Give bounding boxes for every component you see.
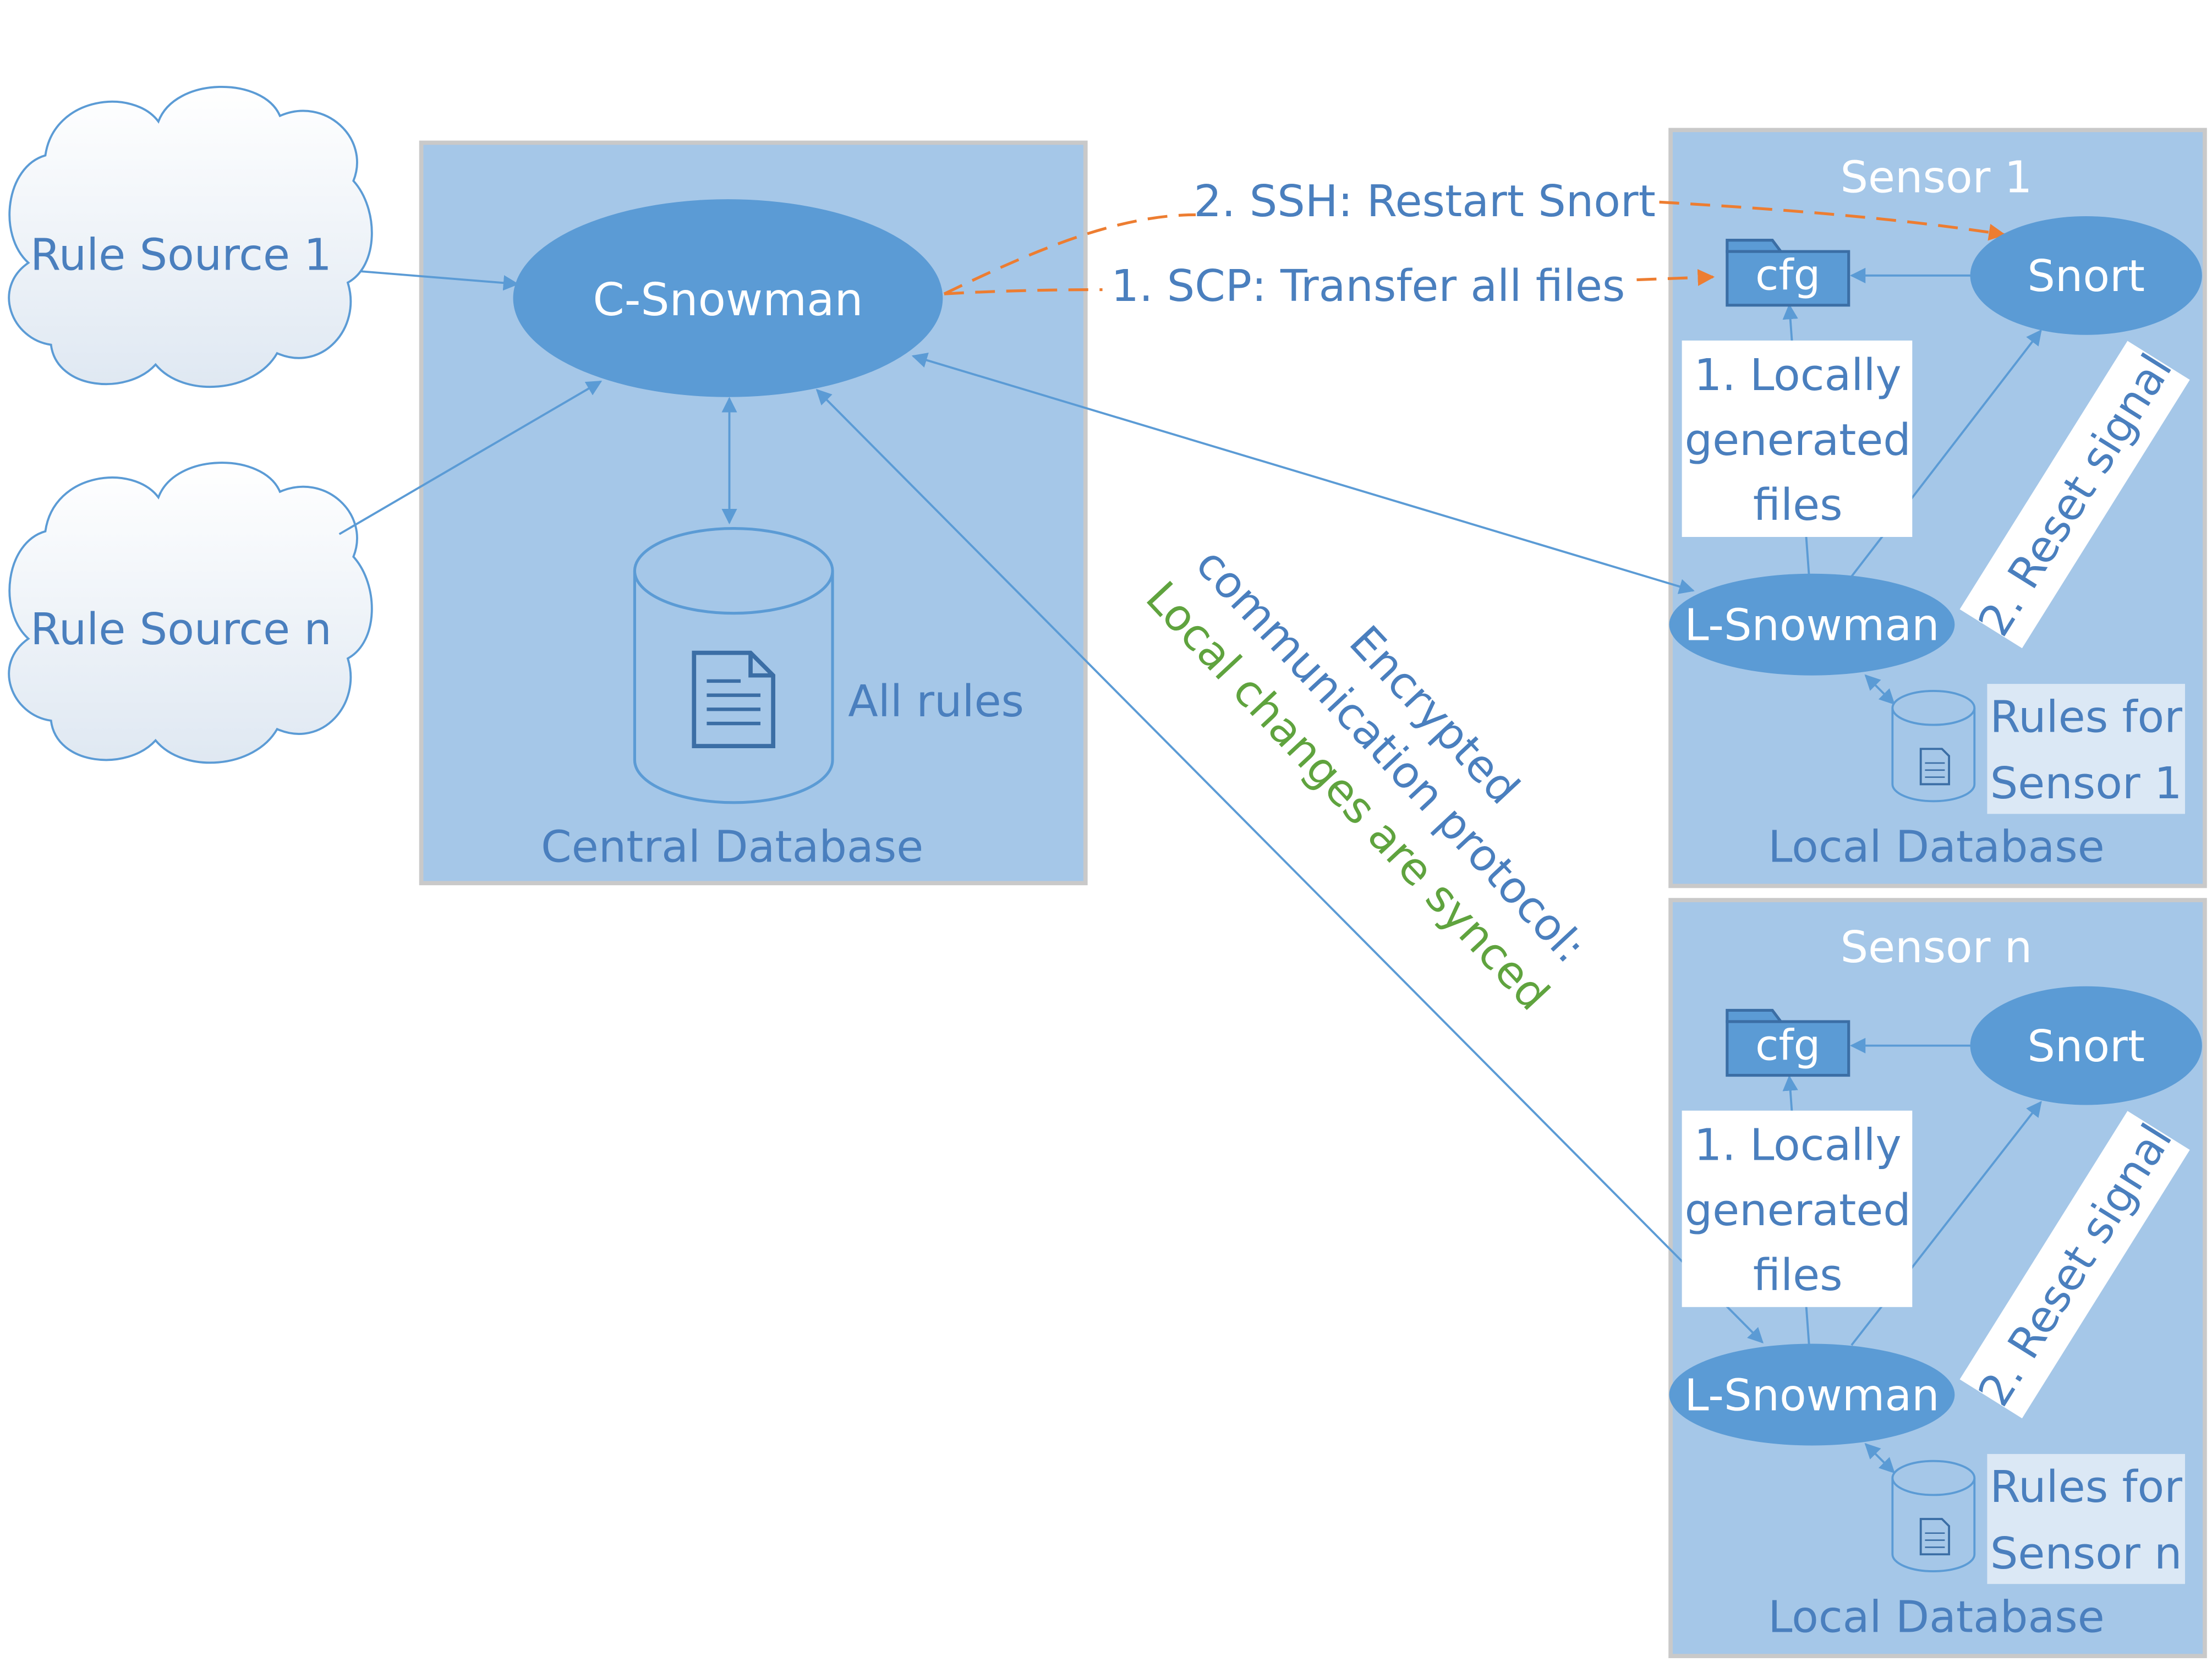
central-database-label: Central Database [541, 821, 923, 873]
rule-source-n-cloud: Rule Source n [8, 462, 373, 764]
sensor-1-l-snowman-db-arrow [1864, 674, 1895, 705]
sensor-1-cfg-label: cfg [1755, 251, 1820, 300]
source-1-to-c-snowman-arrow [360, 270, 519, 291]
sensor-n-snort-label: Snort [2027, 1021, 2145, 1072]
sensor-1: Sensor 1 cfg Snort 1. Locally generated … [1669, 151, 2202, 873]
sensor-n-l-snowman-db-arrow [1864, 1442, 1895, 1474]
sensor-1-rules-box [1987, 684, 2185, 814]
all-rules-label: All rules [848, 676, 1024, 727]
sensor-n-generated-line-3: files [1753, 1249, 1843, 1301]
scp-transfer-files-label: 1. SCP: Transfer all files [1111, 260, 1625, 311]
protocol-note: Encrypted communication protocol: Local … [1136, 538, 1596, 1020]
source-n-to-c-snowman-arrow [338, 380, 603, 535]
rule-source-1-label: Rule Source 1 [30, 229, 332, 281]
rule-source-1-cloud: Rule Source 1 [8, 85, 373, 388]
sensor-n-l-snowman-node[interactable] [1669, 1343, 1955, 1446]
sensor-1-local-database-label: Local Database [1768, 821, 2105, 873]
scp-transfer-files-arrow [944, 277, 1713, 295]
sensor-n-rules-box [1987, 1453, 2185, 1584]
sensor-1-document-icon [1919, 748, 1950, 786]
sensor-n-l-snowman-label: L-Snowman [1684, 1369, 1939, 1420]
sensor-n-local-database-label: Local Database [1768, 1592, 2105, 1643]
sensor-n-local-db-cylinder [1891, 1460, 1976, 1572]
sensor-n-generated-line-1: 1. Locally [1694, 1120, 1902, 1171]
sensor-n-generated-line-2: generated [1685, 1184, 1911, 1236]
sensor-1-rules-line-2: Sensor 1 [1990, 758, 2182, 809]
c-snowman-node[interactable] [513, 199, 943, 397]
sensor-n-title: Sensor n [1841, 921, 2033, 973]
sensor-1-snort-label: Snort [2027, 250, 2145, 301]
sensor-1-l-snowman-node[interactable] [1669, 573, 1955, 676]
sensor-n-snort-node[interactable] [1970, 986, 2202, 1105]
protocol-note-line-2: communication protocol: [1186, 538, 1596, 972]
sensor-1-title: Sensor 1 [1841, 151, 2033, 202]
sensor-1-snort-node[interactable] [1970, 216, 2202, 335]
ssh-restart-snort-arrow [943, 200, 2004, 295]
document-icon [692, 650, 775, 748]
c-snowman-l-snowman-n-arrow [815, 388, 1764, 1343]
sensor-n-document-icon [1919, 1518, 1950, 1556]
sensor-1-generated-line-3: files [1753, 479, 1843, 530]
central-database-cylinder [633, 527, 834, 804]
rule-source-n-label: Rule Source n [30, 604, 332, 655]
sensor-n-rules-line-1: Rules for [1990, 1461, 2182, 1512]
sensor-1-cfg-folder-icon[interactable] [1726, 239, 1850, 307]
ssh-restart-snort-label: 2. SSH: Restart Snort [1193, 175, 1655, 227]
c-snowman-label: C-Snowman [593, 274, 863, 326]
sensor-n-cfg-folder-icon[interactable] [1726, 1008, 1850, 1077]
sensor-n-generated-box [1682, 1110, 1913, 1307]
sensor-n-cfg-label: cfg [1755, 1021, 1820, 1070]
sensor-1-generated-line-2: generated [1685, 414, 1911, 465]
sensor-1-l-snowman-label: L-Snowman [1684, 599, 1939, 650]
sensor-1-generated-box [1682, 340, 1913, 537]
sensor-1-generated-line-1: 1. Locally [1694, 349, 1902, 401]
sensor-1-rules-line-1: Rules for [1990, 691, 2182, 742]
sensor-1-local-db-cylinder [1891, 690, 1976, 803]
sensor-n-rules-line-2: Sensor n [1990, 1528, 2182, 1579]
